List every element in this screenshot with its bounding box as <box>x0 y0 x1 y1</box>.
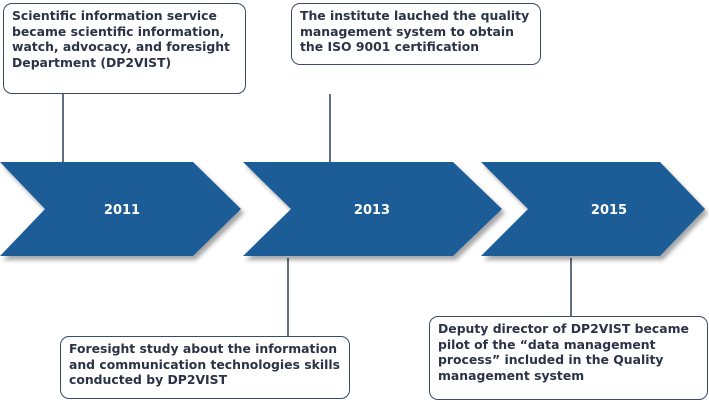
chevron-arrow-2011 <box>0 162 241 256</box>
event-box-2011: Scientific information service became sc… <box>3 3 246 94</box>
event-text-2013-top: The institute lauched the quality manage… <box>300 8 530 55</box>
year-label-2013: 2013 <box>354 203 390 218</box>
event-box-2015: Deputy director of DP2VIST became pilot … <box>429 316 708 400</box>
event-text-2015: Deputy director of DP2VIST became pilot … <box>438 321 689 383</box>
event-box-2013-bottom: Foresight study about the information an… <box>60 336 350 399</box>
event-text-2013-bottom: Foresight study about the information an… <box>69 341 340 388</box>
event-text-2011: Scientific information service became sc… <box>12 8 230 70</box>
chevron-arrow-2013 <box>243 162 502 256</box>
year-label-2011: 2011 <box>104 203 140 218</box>
year-label-2015: 2015 <box>591 203 627 218</box>
event-box-2013-top: The institute lauched the quality manage… <box>291 3 541 65</box>
chevron-arrow-2015 <box>481 162 705 256</box>
